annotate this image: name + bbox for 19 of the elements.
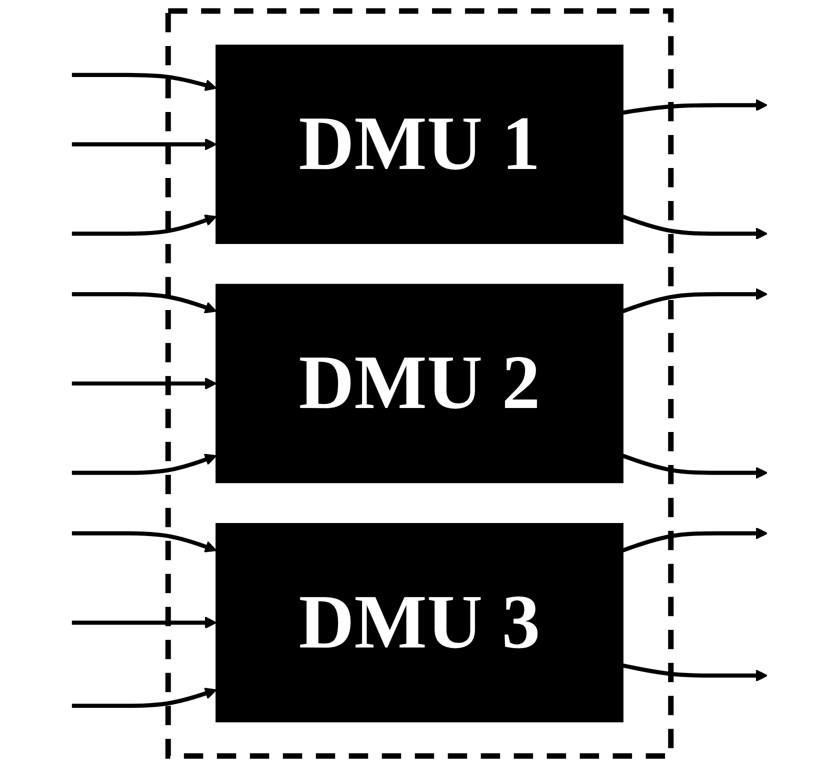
process-box: DMU 2 bbox=[216, 284, 624, 484]
arrow bbox=[72, 214, 217, 236]
arrow bbox=[72, 688, 217, 708]
arrow bbox=[622, 288, 768, 314]
arrow bbox=[72, 616, 217, 629]
arrow bbox=[72, 454, 217, 475]
arrow bbox=[622, 527, 768, 552]
arrow bbox=[622, 99, 768, 115]
dashed-boundary bbox=[165, 8, 674, 759]
arrow bbox=[72, 377, 217, 390]
process-box: DMU 1 bbox=[216, 44, 624, 244]
process-box: DMU 3 bbox=[216, 523, 624, 722]
arrow bbox=[622, 214, 768, 240]
arrow bbox=[72, 138, 217, 150]
arrow bbox=[72, 72, 217, 92]
arrow bbox=[72, 531, 217, 552]
arrow bbox=[622, 663, 768, 682]
arrow bbox=[622, 454, 768, 479]
arrow bbox=[72, 292, 217, 314]
